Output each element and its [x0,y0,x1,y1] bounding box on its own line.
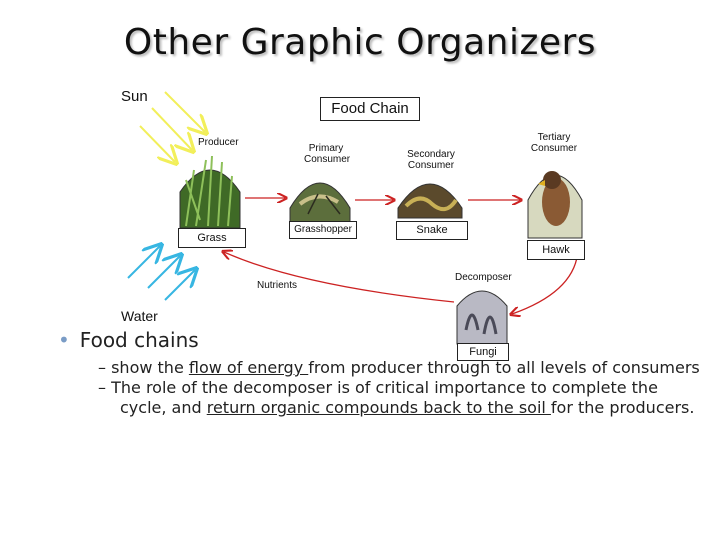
sun-label: Sun [121,88,148,105]
primary-label-line1: Primary [304,143,348,154]
grass-label: Grass [197,232,226,244]
producer-label: Producer [198,137,239,148]
snake-label: Snake [416,224,447,236]
sub2-text-b: for the producers. [551,398,695,417]
snake-image [398,184,462,218]
water-label: Water [121,308,158,324]
sub-bullet-1: – show the flow of energy from producer … [58,358,708,378]
tertiary-consumer-label: Tertiary Consumer [530,132,578,154]
hawk-box: Hawk [527,240,585,260]
hawk-label: Hawk [542,244,570,256]
food-chain-label: Food Chain [331,100,409,117]
bullet-food-chains: • Food chains [58,328,708,352]
nutrients-label: Nutrients [257,280,297,291]
tertiary-label-line1: Tertiary [530,132,578,143]
primary-label-line2: Consumer [304,154,348,165]
grass-box: Grass [178,228,246,248]
grasshopper-box: Grasshopper [289,221,357,239]
sub-bullet-2: – The role of the decomposer is of criti… [58,378,708,418]
grasshopper-image [290,183,350,222]
grass-image [180,156,240,228]
bullet-text: Food chains [80,328,199,352]
snake-box: Snake [396,221,468,240]
tertiary-label-line2: Consumer [530,143,578,154]
secondary-label-line1: Secondary [406,149,456,160]
secondary-label-line2: Consumer [406,160,456,171]
sub1-text-b: from producer through to all levels of c… [308,358,700,377]
secondary-consumer-label: Secondary Consumer [406,149,456,171]
decomposer-label: Decomposer [455,272,512,283]
primary-consumer-label: Primary Consumer [304,143,348,165]
sub1-text-a: show the [111,358,189,377]
slide-body: • Food chains – show the flow of energy f… [58,328,708,418]
grasshopper-label: Grasshopper [294,224,352,235]
water-arrows [128,246,195,300]
bullet-dot-icon: • [58,328,70,352]
sub2-text-underlined: return organic compounds back to the soi… [207,398,551,417]
sub1-text-underlined: flow of energy [189,358,308,377]
hawk-image [528,171,582,238]
sun-arrows [140,92,205,162]
food-chain-box: Food Chain [320,97,420,121]
